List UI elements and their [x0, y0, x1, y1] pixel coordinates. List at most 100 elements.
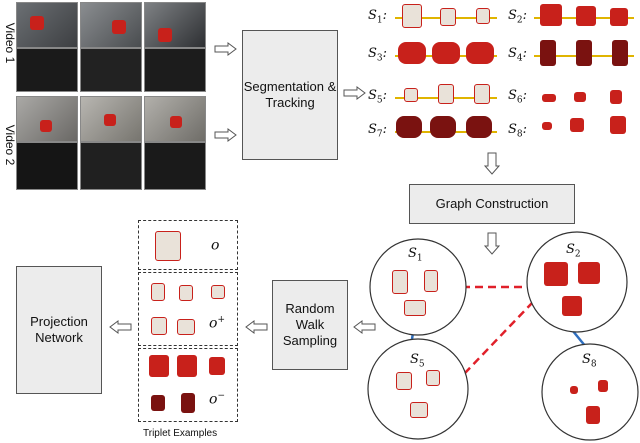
video-1-frame-1: [16, 2, 78, 48]
triplet-negative-label: o−: [209, 391, 225, 408]
segment-s2-object-2: [576, 6, 596, 26]
graph-node-s2-object: [544, 262, 568, 286]
graph-node-s5-object: [396, 372, 412, 390]
video-2-mug-3: [170, 116, 182, 128]
video-1-frame-3: [144, 2, 206, 48]
video-1-mug-2: [112, 20, 126, 34]
random-walk-sampling-box: Random Walk Sampling: [272, 280, 348, 370]
graph-node-s5-object-2: [426, 370, 440, 386]
projection-network-box: Projection Network: [16, 266, 102, 394]
segment-label-s4: S4:: [508, 46, 528, 64]
triplet-positive-object-3: [211, 285, 225, 299]
video-2-mug: [40, 120, 52, 132]
triplet-negative-box: o−: [138, 348, 238, 422]
triplet-negative-object: [149, 355, 169, 377]
graph-node-s1-object-3: [404, 300, 426, 316]
graph-node-s5-object-3: [410, 402, 428, 418]
segment-s6-object: [542, 94, 556, 102]
segment-s1-object-2: [440, 8, 456, 26]
segment-s5-object: [404, 88, 418, 102]
triplet-positive-object-2: [179, 285, 193, 301]
triplet-negative-object-4: [151, 395, 165, 411]
segment-s3-object-3: [466, 42, 494, 64]
segment-s8-object-3: [610, 116, 626, 134]
segment-label-s7: S7:: [368, 122, 388, 140]
segment-s4-object-3: [612, 40, 628, 66]
arrow-seg-to-segments: [343, 86, 366, 100]
video-2-frame-1: [16, 96, 78, 142]
segment-s3-object: [398, 42, 426, 64]
video-1-mug: [30, 16, 44, 30]
negative-edge-s2-s5: [463, 301, 534, 375]
video-2-depth-2: [80, 142, 142, 190]
segment-s2-object: [540, 4, 562, 26]
triplet-positive-label: o+: [209, 315, 225, 332]
video-1-depth-1: [16, 48, 78, 92]
video-1-depth-3: [144, 48, 206, 92]
graph-node-label-s5: S5: [410, 352, 425, 370]
segment-s6-object-3: [610, 90, 622, 104]
arrow-graph-to-nodes: [483, 232, 501, 255]
segment-s5-object-3: [474, 84, 490, 104]
triplet-negative-object-3: [209, 357, 225, 375]
segment-s4-object-2: [576, 40, 592, 66]
graph-node-s8: [541, 343, 639, 441]
segment-s6-object-2: [574, 92, 586, 102]
graph-node-s8-object: [570, 386, 578, 394]
segment-s2-object-3: [610, 8, 628, 26]
video-2-depth-1: [16, 142, 78, 190]
segment-s8-object-2: [570, 118, 584, 132]
segment-s7-object-3: [466, 116, 492, 138]
graph-node-label-s8: S8: [582, 352, 597, 370]
arrow-segments-to-graph: [483, 152, 501, 175]
triplet-positive-object-4: [151, 317, 167, 335]
segment-label-s2: S2:: [508, 8, 528, 26]
triplet-anchor-object: [155, 231, 181, 261]
graph-node-label-s2: S2: [566, 242, 581, 260]
triplet-anchor-box: o: [138, 220, 238, 270]
graph-node-s8-object-3: [586, 406, 600, 424]
segment-s5-object-2: [438, 84, 454, 104]
graph-node-s2: [526, 231, 628, 333]
triplet-negative-object-5: [181, 393, 195, 413]
segmentation-tracking-box: Segmentation & Tracking: [242, 30, 338, 160]
video-1-depth-2: [80, 48, 142, 92]
segment-label-s1: S1:: [368, 8, 388, 26]
segment-label-s3: S3:: [368, 46, 388, 64]
arrow-triplets-to-projection: [109, 320, 132, 334]
graph-node-s1-object: [392, 270, 408, 294]
arrow-video2-to-seg: [214, 128, 237, 142]
segment-s7-object-2: [430, 116, 456, 138]
graph-node-s2-object-2: [578, 262, 600, 284]
segment-s7-object: [396, 116, 422, 138]
segment-label-s8: S8:: [508, 122, 528, 140]
triplet-examples-caption: Triplet Examples: [143, 428, 218, 439]
random-walk-sampling-label: Random Walk Sampling: [282, 300, 338, 349]
segment-s3-object-2: [432, 42, 460, 64]
triplet-positive-object-5: [177, 319, 195, 335]
segment-label-s6: S6:: [508, 88, 528, 106]
triplet-positive-box: o+: [138, 272, 238, 346]
segment-s1-object: [402, 4, 422, 28]
triplet-anchor-label: o: [211, 237, 220, 254]
video-2-mug-2: [104, 114, 116, 126]
graph-construction-label: Graph Construction: [435, 195, 549, 211]
segment-s4-object: [540, 40, 556, 66]
graph-construction-box: Graph Construction: [409, 184, 575, 224]
segment-s1-object-3: [476, 8, 490, 24]
graph-node-s8-object-2: [598, 380, 608, 392]
video-2-depth-3: [144, 142, 206, 190]
graph-node-s5: [367, 338, 469, 440]
graph-node-label-s1: S1: [408, 246, 423, 264]
arrow-random-walk-to-triplets: [245, 320, 268, 334]
arrow-video1-to-seg: [214, 42, 237, 56]
video-1-mug-3: [158, 28, 172, 42]
triplet-negative-object-2: [177, 355, 197, 377]
video-1-frame-2: [80, 2, 142, 48]
triplet-positive-object: [151, 283, 165, 301]
segmentation-tracking-label: Segmentation & Tracking: [243, 78, 337, 110]
graph-node-s1-object-2: [424, 270, 438, 292]
graph-node-s2-object-3: [562, 296, 582, 316]
arrow-graph-to-random-walk: [353, 320, 376, 334]
